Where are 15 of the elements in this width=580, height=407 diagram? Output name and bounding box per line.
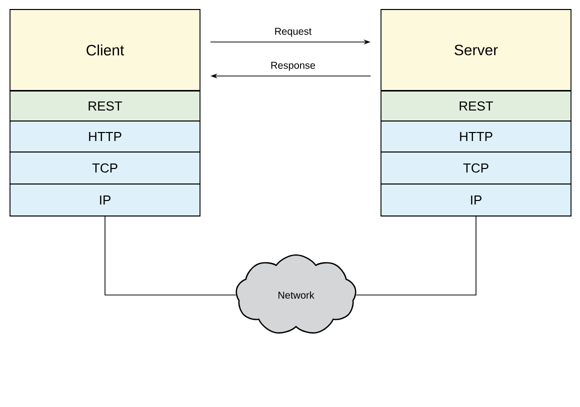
connector-line [104,216,236,296]
protocol-layer-box: TCP [380,152,572,184]
network-cloud: Network [236,254,356,334]
application-box: Client [10,9,200,91]
protocol-layer-box: TCP [10,152,200,184]
application-box: Server [380,9,572,91]
protocol-layer-box: REST [10,90,200,122]
protocol-layer-box: IP [380,184,572,216]
protocol-layer-box: REST [380,90,572,122]
protocol-layer-box: HTTP [380,120,572,152]
edge-label: Response [271,62,316,71]
protocol-layer-box: HTTP [10,120,200,152]
edge-label: Request [275,28,312,37]
protocol-layer-box: IP [10,184,200,216]
connector-line [356,216,476,296]
